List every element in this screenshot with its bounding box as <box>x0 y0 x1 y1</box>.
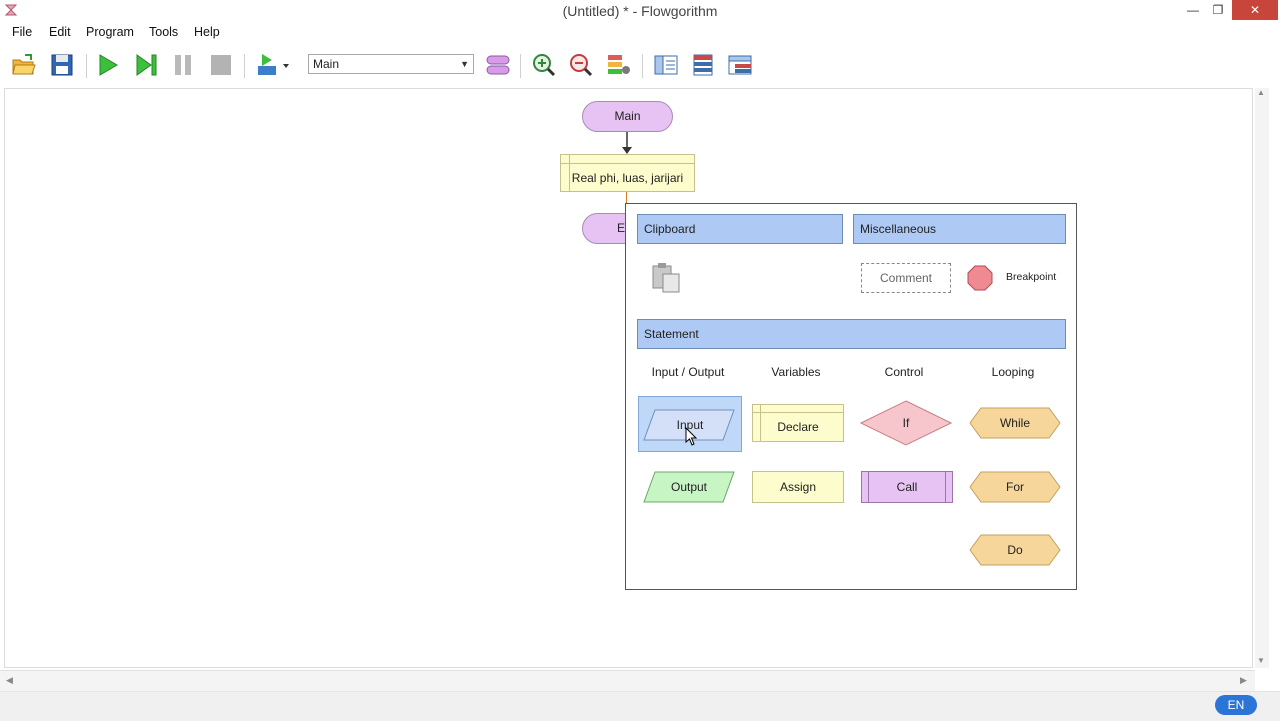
column-looping: Looping <box>991 365 1035 379</box>
menu-help[interactable]: Help <box>194 25 220 39</box>
for-shape[interactable]: For <box>969 471 1061 503</box>
declare-divider <box>753 412 843 413</box>
declare-divider <box>760 405 761 441</box>
palette-declare-label: Declare <box>777 420 819 434</box>
restore-button[interactable]: ❐ <box>1212 3 1224 17</box>
input-label: Input <box>676 418 704 432</box>
minimize-button[interactable]: — <box>1187 3 1199 17</box>
declare-label: Real phi, luas, jarijari <box>571 171 684 185</box>
while-shape[interactable]: While <box>969 407 1061 439</box>
horizontal-scrollbar[interactable]: ◀ ▶ <box>0 670 1255 691</box>
title-bar <box>0 0 1280 22</box>
flow-arrow <box>622 132 632 154</box>
declare-block[interactable]: Real phi, luas, jarijari <box>560 154 695 192</box>
scroll-up-icon[interactable]: ▲ <box>1257 88 1265 97</box>
while-label: While <box>999 416 1030 430</box>
scroll-left-icon[interactable]: ◀ <box>6 675 13 685</box>
cursor-icon <box>685 427 698 446</box>
clipboard-header: Clipboard <box>637 214 843 244</box>
start-terminal[interactable]: Main <box>582 101 673 132</box>
save-icon[interactable] <box>49 52 75 78</box>
status-bar <box>0 691 1280 721</box>
chevron-down-icon: ▼ <box>460 59 469 69</box>
speed-icon[interactable] <box>255 52 291 78</box>
comment-label: Comment <box>879 271 932 285</box>
function-select[interactable]: Main ▼ <box>308 54 474 74</box>
palette-declare-shape[interactable]: Declare <box>752 404 844 442</box>
scroll-down-icon[interactable]: ▼ <box>1257 656 1265 665</box>
end-label: E <box>617 221 626 235</box>
vertical-scrollbar[interactable]: ▲ ▼ <box>1255 88 1269 668</box>
pause-icon[interactable] <box>170 52 196 78</box>
call-divider <box>945 472 946 502</box>
flow-connector <box>626 192 627 204</box>
output-shape[interactable]: Output <box>643 471 735 503</box>
stop-icon[interactable] <box>208 52 234 78</box>
step-icon[interactable] <box>133 52 159 78</box>
scroll-right-icon[interactable]: ▶ <box>1240 675 1247 685</box>
column-input-output: Input / Output <box>651 365 725 379</box>
toolbar-separator <box>520 54 521 78</box>
declare-divider <box>561 163 694 164</box>
menu-program[interactable]: Program <box>86 25 134 39</box>
zoom-in-icon[interactable] <box>531 52 557 78</box>
panel-top-icon[interactable] <box>690 52 716 78</box>
assign-label: Assign <box>779 480 817 494</box>
function-select-value: Main <box>313 57 340 71</box>
output-label: Output <box>670 480 708 494</box>
breakpoint-label: Breakpoint <box>1006 271 1057 283</box>
breakpoint-icon[interactable] <box>967 265 993 291</box>
miscellaneous-header: Miscellaneous <box>853 214 1066 244</box>
call-shape[interactable]: Call <box>861 471 953 503</box>
toolbar-separator <box>642 54 643 78</box>
call-divider <box>868 472 869 502</box>
if-shape[interactable]: If <box>860 400 952 446</box>
app-icon <box>4 3 18 17</box>
paste-icon[interactable] <box>651 262 685 296</box>
run-icon[interactable] <box>95 52 121 78</box>
comment-shape[interactable]: Comment <box>861 263 951 293</box>
do-label: Do <box>1007 543 1023 557</box>
start-label: Main <box>614 109 641 123</box>
function-icon[interactable] <box>485 52 511 78</box>
input-shape[interactable]: Input <box>638 396 742 452</box>
window-title: (Untitled) * - Flowgorithm <box>562 3 718 19</box>
layout-icon[interactable] <box>606 52 632 78</box>
panel-left-icon[interactable] <box>653 52 679 78</box>
open-icon[interactable] <box>11 52 37 78</box>
call-label: Call <box>896 480 918 494</box>
panel-bottom-icon[interactable] <box>727 52 753 78</box>
column-control: Control <box>884 365 924 379</box>
for-label: For <box>1006 480 1024 494</box>
if-label: If <box>902 416 910 430</box>
menu-bar <box>0 22 1280 43</box>
shape-palette: Clipboard Miscellaneous Comment Breakpoi… <box>625 203 1077 590</box>
zoom-out-icon[interactable] <box>568 52 594 78</box>
menu-file[interactable]: File <box>12 25 33 39</box>
close-button[interactable]: ✕ <box>1232 0 1278 20</box>
menu-tools[interactable]: Tools <box>149 25 179 39</box>
statement-header: Statement <box>637 319 1066 349</box>
assign-shape[interactable]: Assign <box>752 471 844 503</box>
column-variables: Variables <box>771 365 821 379</box>
language-badge[interactable]: EN <box>1215 695 1257 715</box>
menu-edit[interactable]: Edit <box>49 25 71 39</box>
toolbar-separator <box>86 54 87 78</box>
toolbar-separator <box>244 54 245 78</box>
declare-divider <box>569 155 570 191</box>
do-shape[interactable]: Do <box>969 534 1061 566</box>
